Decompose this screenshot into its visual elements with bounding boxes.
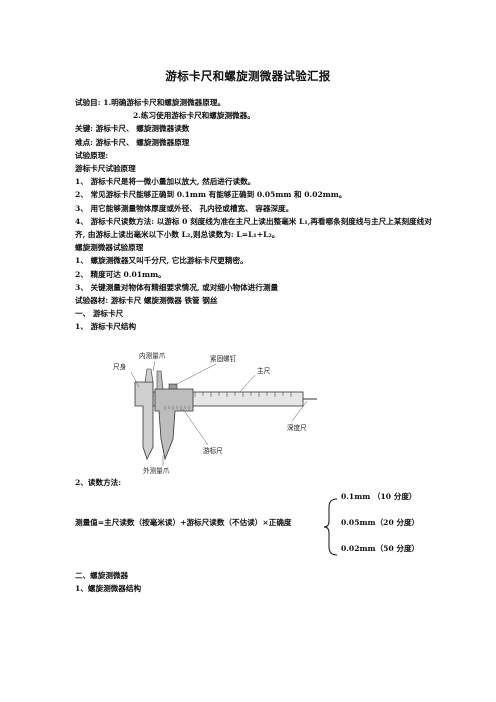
reading-heading: 2、读数方法: — [75, 478, 122, 487]
vernier-ticks — [164, 406, 190, 410]
micrometer-structure-heading: 1、螺旋测微器结构 — [75, 584, 142, 593]
key-point-line: 关键: 游标卡尺、 螺旋测微器读数 — [75, 124, 190, 134]
caliper-structure-heading: 1、 游标卡尺结构 — [75, 322, 137, 332]
label-vernier: 游标尺 — [203, 446, 223, 455]
section-1-heading: 一、 游标卡尺 — [75, 309, 124, 319]
fixed-jaw — [134, 381, 154, 461]
leader-lines — [130, 360, 308, 466]
caliper-point-3: 3、 用它能够测量物体厚度或外径、 孔内径或槽宽、 容器深度。 — [75, 203, 294, 213]
difficulty-line: 难点: 游标卡尺、 螺旋测微器原理 — [75, 137, 190, 147]
option-0.02mm: 0.02mm（50 分度） — [341, 544, 420, 553]
vernier-caliper-diagram: 尺身 内测量爪 紧固螺钉 主尺 深度尺 游标尺 外测量爪 — [113, 351, 317, 475]
inner-jaw-sliding — [156, 370, 164, 390]
equipment-line: 试验器材: 游标卡尺 螺旋测微器 铁管 钢丝 — [75, 296, 218, 306]
objective-line-2: 2.练习使用游标卡尺和螺旋测微器。 — [133, 111, 255, 121]
micrometer-point-2: 2、 精度可达 0.01mm。 — [75, 269, 166, 279]
document-title: 游标卡尺和螺旋测微器试验汇报 — [165, 69, 331, 83]
inner-jaw-fixed — [144, 368, 154, 383]
objective-line: 试验目: 1.明确游标卡尺和螺旋测微器原理。 — [75, 98, 226, 107]
micrometer-point-3: 3、 关键测量对物体有精细要求情况, 或对细小物体进行测量 — [75, 282, 279, 292]
caliper-point-1: 1、 游标卡尺是将一微小量加以放大, 然后进行读数。 — [75, 177, 256, 187]
vernier-slider — [154, 388, 194, 461]
caliper-point-4: 4、 游标卡尺读数方法: 以游标 0 刻度线为准在主尺上读出整毫米 L₁,再看哪… — [75, 216, 432, 240]
label-depth: 深度尺 — [287, 423, 307, 432]
clamp-screw — [168, 383, 178, 390]
micrometer-point-1: 1、 螺旋测微器又叫千分尺, 它比游标卡尺更精密。 — [75, 256, 248, 266]
label-jaw: 尺身 — [113, 362, 127, 371]
label-outer-jaw: 外测量爪 — [143, 466, 170, 475]
label-inner-jaw: 内测量爪 — [139, 351, 166, 360]
label-main-scale: 主尺 — [257, 366, 271, 375]
option-0.05mm: 0.05mm（20 分度） — [341, 518, 420, 527]
caliper-point-2: 2、 常见游标卡尺能够正确到 0.1mm 有能够正确到 0.05mm 和 0.0… — [75, 190, 347, 200]
document-body: 试验目: 1.明确游标卡尺和螺旋测微器原理。 2.练习使用游标卡尺和螺旋测微器。… — [75, 96, 433, 334]
section-2: 二、螺旋测微器 1、螺旋测微器结构 — [75, 569, 141, 595]
principle-heading: 试验原理: — [75, 150, 109, 160]
option-0.1mm: 0.1mm （10 分度） — [341, 492, 417, 501]
section-2-heading: 二、螺旋测微器 — [75, 571, 129, 580]
options-brace — [323, 498, 338, 556]
caliper-principle-heading: 游标卡尺试验原理 — [75, 164, 136, 174]
main-scale-ticks — [194, 392, 292, 397]
reading-formula: 测量值=主尺读数（按毫米读）+游标尺读数（不估读）×正确度 — [75, 518, 292, 527]
micrometer-principle-heading: 螺旋测微器试验原理 — [75, 243, 144, 253]
label-screw: 紧固螺钉 — [210, 354, 237, 363]
